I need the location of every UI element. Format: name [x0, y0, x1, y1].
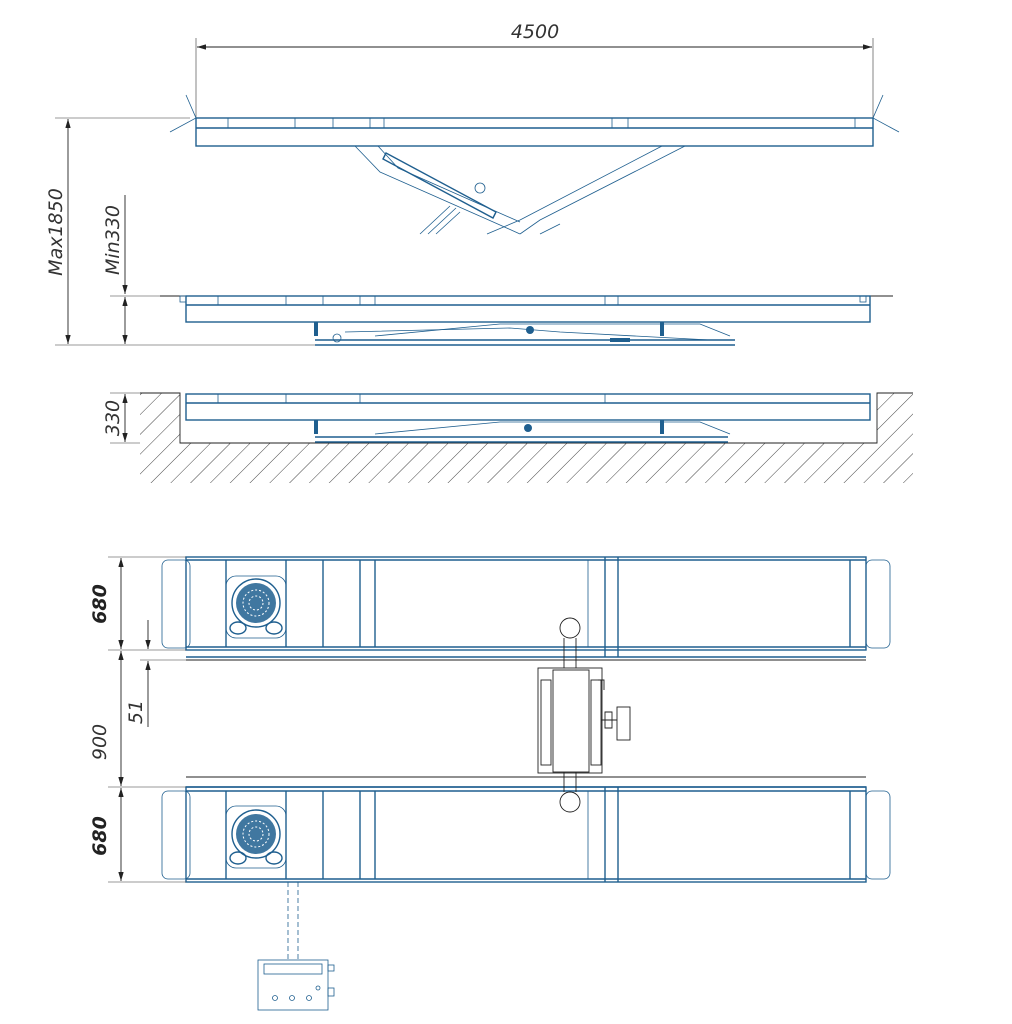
bottom-platform-width-label: 680	[89, 816, 111, 856]
pit-depth-label: 330	[102, 400, 124, 436]
lowered-lift-view	[160, 295, 893, 346]
platform-bottom-plan	[161, 776, 891, 883]
top-platform-width-label: 680	[89, 584, 111, 624]
control-box	[257, 882, 335, 1011]
max-height-label: Max1850	[45, 188, 67, 276]
min-height-label: Min330	[102, 205, 124, 275]
rolling-jack	[537, 617, 631, 813]
length-dimension: 4500	[195, 21, 874, 118]
height-dimensions: Max1850 Min330	[45, 117, 320, 346]
raised-lift-view	[169, 94, 900, 235]
plan-dimensions: 680 900 51 680	[89, 556, 186, 883]
length-label: 4500	[511, 21, 559, 43]
edge-offset-label: 51	[125, 700, 147, 724]
platform-top-plan	[161, 556, 891, 661]
pit-installation-view: 330	[102, 392, 913, 483]
gap-label: 900	[89, 724, 111, 760]
